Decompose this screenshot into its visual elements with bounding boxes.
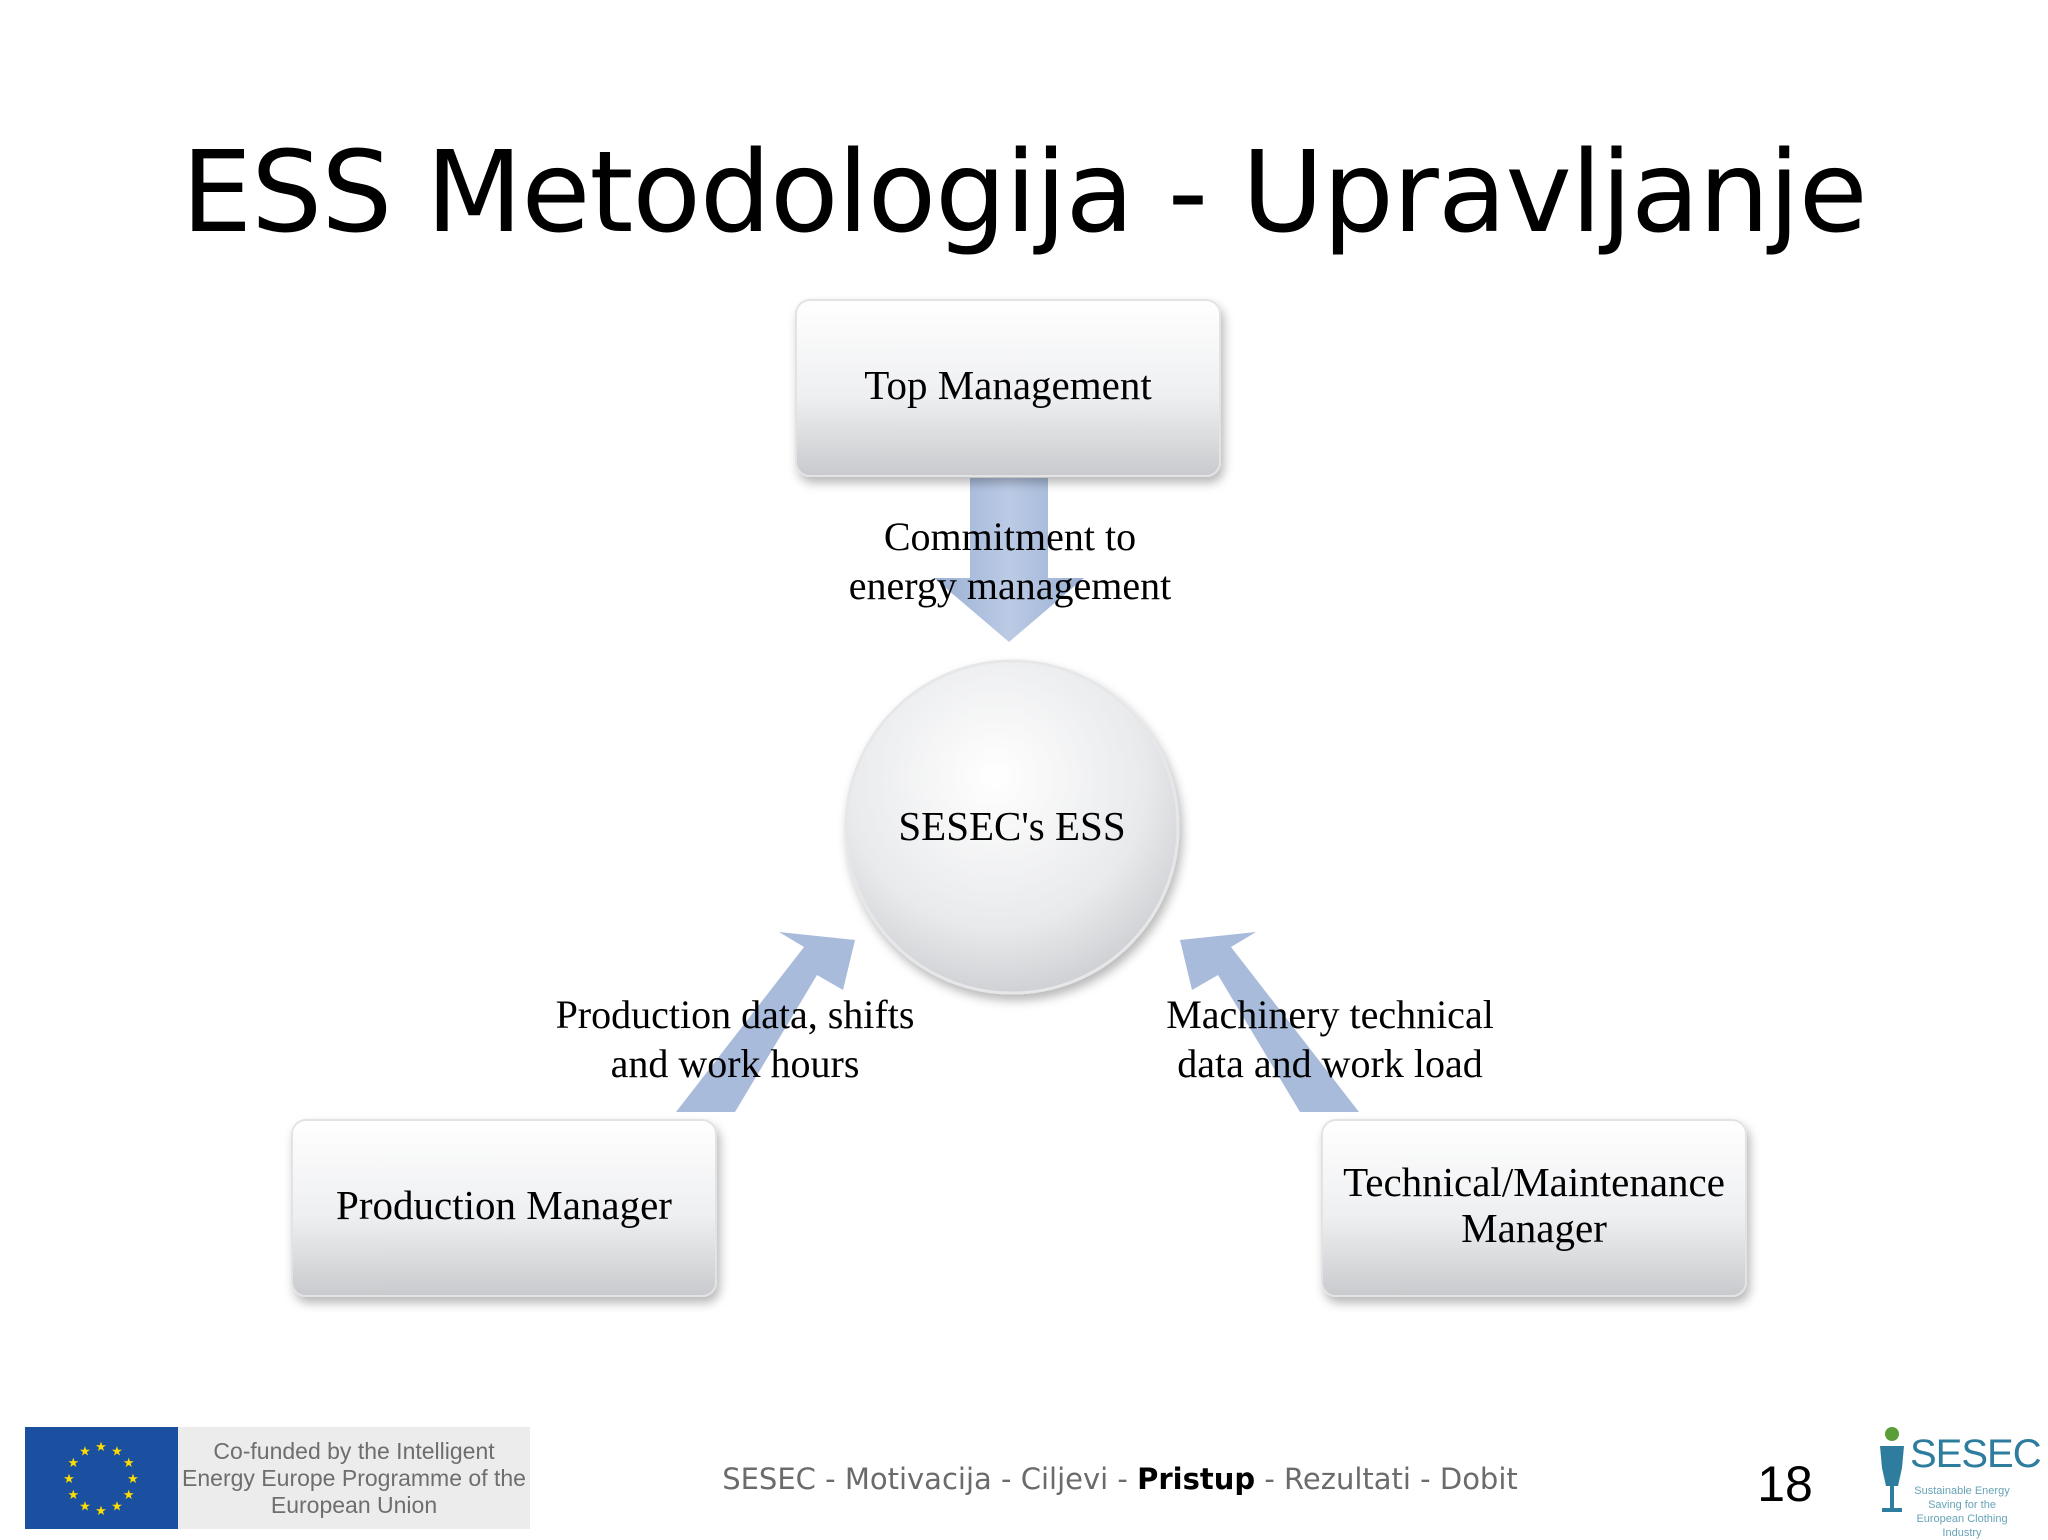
top-management-label: Top Management [796, 300, 1220, 470]
eu-star-icon: ★ [67, 1456, 79, 1471]
section-breadcrumb: SESEC - Motivacija - Ciljevi - Pristup -… [720, 1462, 1520, 1496]
commitment-label-line1: Commitment to [883, 514, 1137, 559]
breadcrumb-separator: - [1255, 1462, 1285, 1496]
eu-funding-notice: ★★★★★★★★★★★★ Co-funded by the Intelligen… [25, 1427, 530, 1529]
commitment-label-line2: energy management [848, 563, 1172, 608]
eu-funding-text: Co-funded by the Intelligent Energy Euro… [178, 1427, 530, 1529]
breadcrumb-separator: - [815, 1462, 845, 1496]
technical-maintenance-manager-text: Technical/Maintenance Manager [1343, 1159, 1725, 1251]
machinery-data-label: Machinery technical data and work load [1100, 990, 1560, 1088]
breadcrumb-item-ciljevi: Ciljevi [1020, 1462, 1109, 1496]
eu-star-icon: ★ [67, 1488, 79, 1503]
sesec-logo-word: SESEC [1910, 1432, 2042, 1476]
production-manager-label: Production Manager [292, 1120, 716, 1290]
eu-star-icon: ★ [111, 1444, 123, 1459]
technical-maintenance-manager-box [1321, 1119, 1747, 1297]
breadcrumb-item-rezultati: Rezultati [1284, 1462, 1411, 1496]
eu-star-icon: ★ [95, 1504, 107, 1519]
breadcrumb-separator: - [1410, 1462, 1440, 1496]
commitment-label: Commitment to energy management [790, 512, 1230, 610]
breadcrumb-item-motivacija: Motivacija [844, 1462, 992, 1496]
breadcrumb-item-sesec: SESEC [722, 1462, 816, 1496]
sesec-ess-text: SESEC's ESS [898, 803, 1126, 849]
arrow-left-to-center [565, 932, 855, 1112]
slide-title: ESS Metodologija - Upravljanje [181, 128, 1867, 258]
arrow-right-to-center [1180, 932, 1470, 1112]
production-data-label: Production data, shifts and work hours [505, 990, 965, 1088]
production-data-label-line1: Production data, shifts [555, 992, 915, 1037]
technical-maintenance-manager-label: Technical/Maintenance Manager [1322, 1120, 1746, 1290]
eu-star-icon: ★ [63, 1472, 75, 1487]
sesec-ess-circle [844, 659, 1180, 995]
sesec-ess-label: SESEC's ESS [846, 780, 1178, 872]
eu-star-icon: ★ [123, 1456, 135, 1471]
eu-star-icon: ★ [111, 1500, 123, 1515]
production-data-label-line2: and work hours [610, 1041, 860, 1086]
breadcrumb-separator: - [1108, 1462, 1138, 1496]
sesec-logo: SESEC Sustainable Energy Saving for the … [1870, 1418, 2042, 1539]
top-management-text: Top Management [864, 362, 1152, 408]
eu-star-icon: ★ [127, 1472, 139, 1487]
eu-flag-icon: ★★★★★★★★★★★★ [25, 1427, 178, 1529]
breadcrumb-item-dobit: Dobit [1439, 1462, 1518, 1496]
mannequin-icon [1880, 1427, 1904, 1512]
production-manager-text: Production Manager [336, 1182, 672, 1228]
sesec-logo-tagline: Sustainable Energy Saving for the Europe… [1914, 1485, 2010, 1539]
machinery-data-label-line1: Machinery technical [1166, 992, 1494, 1037]
production-manager-box [291, 1119, 717, 1297]
machinery-data-label-line2: data and work load [1177, 1041, 1483, 1086]
eu-star-icon: ★ [123, 1488, 135, 1503]
eu-star-icon: ★ [79, 1444, 91, 1459]
arrow-top-to-center [934, 478, 1084, 642]
breadcrumb-separator: - [991, 1462, 1021, 1496]
eu-star-icon: ★ [95, 1440, 107, 1455]
breadcrumb-item-pristup: Pristup [1137, 1462, 1256, 1496]
eu-stars-icon: ★★★★★★★★★★★★ [63, 1440, 139, 1519]
page-number: 18 [1757, 1456, 1813, 1512]
eu-star-icon: ★ [79, 1500, 91, 1515]
top-management-box [795, 299, 1221, 477]
